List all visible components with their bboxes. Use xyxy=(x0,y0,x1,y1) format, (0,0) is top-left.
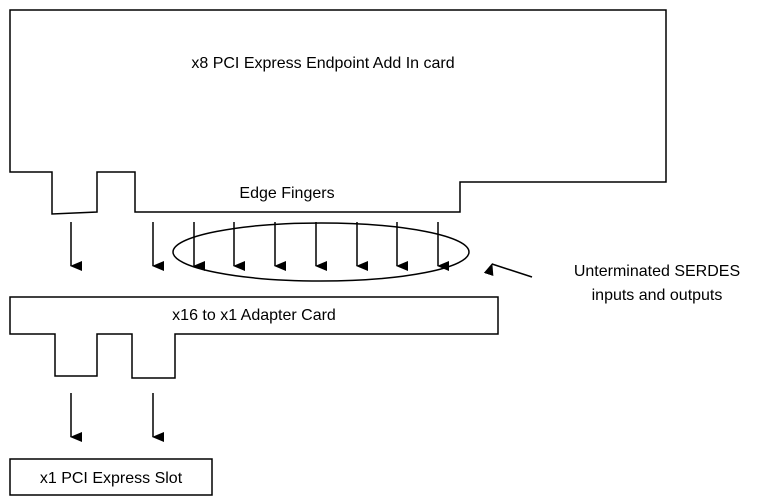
edge-fingers-ellipse xyxy=(172,222,470,282)
adapter-card-outline xyxy=(9,296,499,379)
serdes-label-line1: Unterminated SERDES xyxy=(574,263,740,280)
endpoint-card-outline xyxy=(9,9,667,215)
adapter-to-slot-arrows xyxy=(70,393,164,442)
serdes-label-line2: inputs and outputs xyxy=(592,287,723,304)
edge-fingers-label: Edge Fingers xyxy=(239,185,334,202)
slot-label: x1 PCI Express Slot xyxy=(40,470,183,487)
adapter-card-label: x16 to x1 Adapter Card xyxy=(172,307,336,324)
endpoint-card-label: x8 PCI Express Endpoint Add In card xyxy=(191,55,454,72)
card-to-adapter-arrows xyxy=(70,222,449,271)
serdes-callout-arrow-icon xyxy=(483,263,533,278)
pci-express-slot-box xyxy=(9,458,213,496)
